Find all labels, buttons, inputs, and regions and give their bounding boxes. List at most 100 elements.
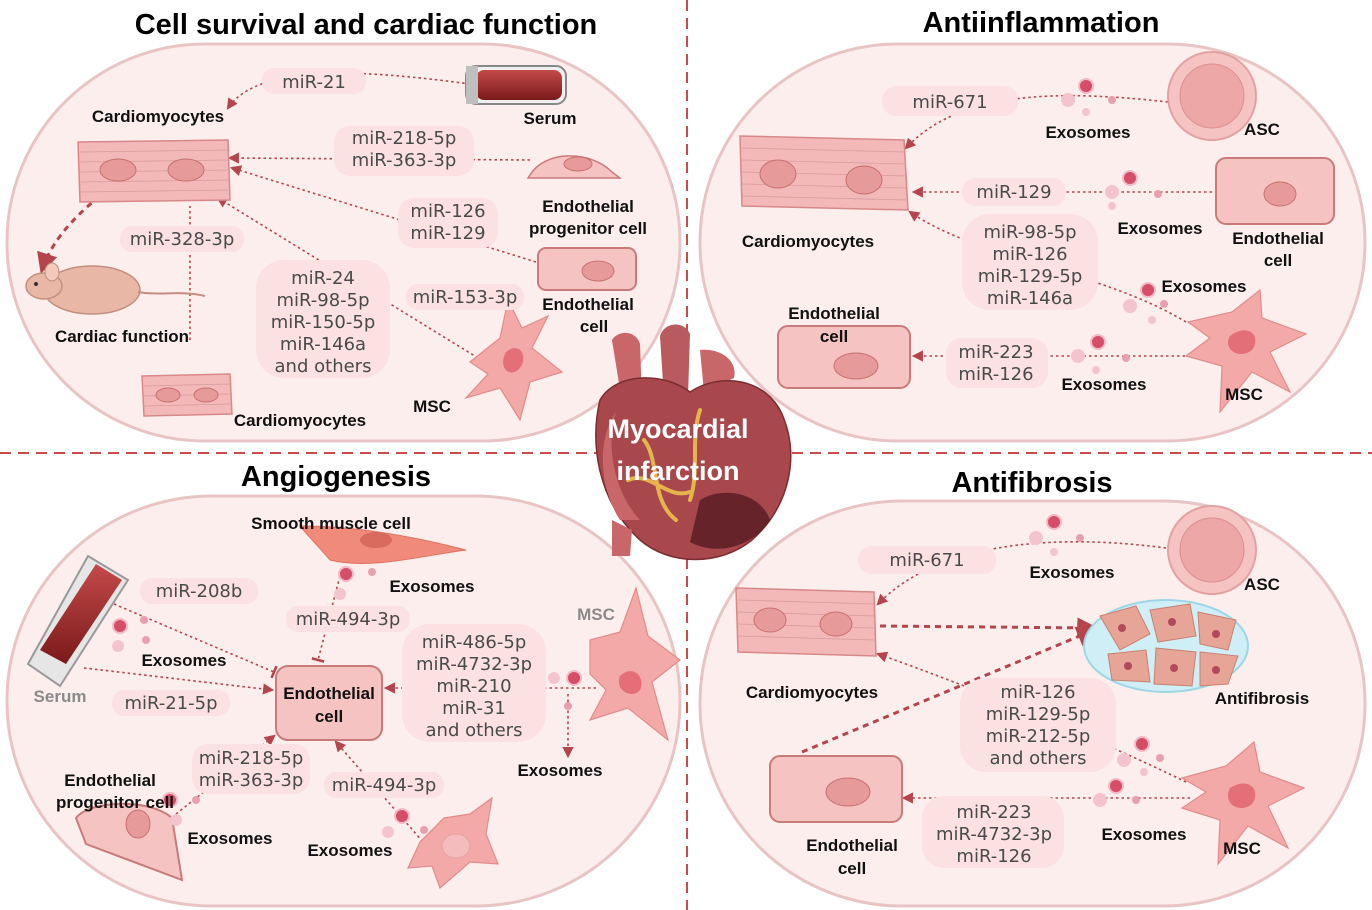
mir-msc-bl-1: miR-4732-3p: [416, 654, 532, 675]
pill-mir218-363-bl: [192, 744, 310, 794]
pill-mir208b: [140, 578, 258, 604]
label-epc-2: progenitor cell: [529, 219, 647, 238]
anti-inflammation-mir-texts: miR-671 miR-129 miR-98-5p miR-126 miR-12…: [912, 92, 1082, 385]
label-msc-tr: MSC: [1225, 385, 1263, 404]
label-msc-br: MSC: [1223, 839, 1261, 858]
mir-cm: miR-328-3p: [130, 229, 235, 250]
mouse-icon: [25, 262, 206, 315]
title-anti-inflammation: Antiinflammation: [923, 7, 1160, 39]
endothelial-cell-icon-tr-left: [777, 325, 911, 389]
mir-endo-tr: miR-129: [976, 182, 1051, 203]
mir-msc-list-0: miR-24: [291, 268, 355, 289]
angiogenesis-mir-texts: miR-208b miR-494-3p miR-21-5p miR-486-5p…: [124, 581, 532, 796]
endothelial-cell-icon: [537, 247, 637, 291]
label-serum-bl: Serum: [34, 687, 87, 706]
mir-msc-direct: miR-153-3p: [413, 287, 518, 308]
msc-icon-br: [1180, 740, 1306, 866]
title-angiogenesis: Angiogenesis: [241, 461, 431, 493]
label-endothelial-tr-2: cell: [1264, 251, 1292, 270]
label-cardiomyocytes-bottom: Cardiomyocytes: [234, 411, 366, 430]
mir-msc-bl-4: and others: [426, 720, 523, 741]
cardiomyocyte-icon-br: [735, 587, 877, 657]
label-cardiomyocytes-tr: Cardiomyocytes: [742, 232, 874, 251]
label-exosomes-tr-3: Exosomes: [1161, 277, 1246, 296]
mir-msc-list-3: miR-146a: [280, 334, 366, 355]
label-exosomes-msc-bl: Exosomes: [517, 761, 602, 780]
mir-serum-bl-2: miR-21-5p: [124, 693, 217, 714]
asc-icon: [1167, 51, 1257, 141]
panel-survival: [5, 42, 682, 443]
endothelial-cell-icon-br: [769, 755, 903, 823]
antifibrosis-labels: Exosomes ASC Cardiomyocytes Antifibrosis…: [746, 563, 1309, 878]
pill-mir494-bottom: [324, 772, 444, 798]
mir-msc-tr-2: miR-129-5p: [978, 266, 1083, 287]
label-epc-bl-1: Endothelial: [64, 771, 156, 790]
exosomes-icon-bl: [112, 566, 582, 838]
cardiomyocyte-bottom-icon: [141, 373, 233, 417]
label-cardiomyocytes-top: Cardiomyocytes: [92, 107, 224, 126]
mir-msc-br-2: miR-212-5p: [986, 726, 1091, 747]
mir-msc-endo-tr-1: miR-126: [958, 364, 1033, 385]
pill-mir223-4732-126-br: [922, 796, 1064, 868]
mir-msc-tr-3: miR-146a: [987, 288, 1073, 309]
anti-inflammation-labels: Exosomes ASC Exosomes Endothelial cell C…: [742, 120, 1324, 404]
label-exosomes-serum: Exosomes: [141, 651, 226, 670]
mir-epc-1: miR-218-5p: [352, 128, 457, 149]
fibrotic-tissue-icon: [1083, 599, 1249, 693]
pill-msc-list-tr: [962, 214, 1098, 310]
mir-endo-1: miR-126: [410, 201, 485, 222]
mir-msc-bl-0: miR-486-5p: [422, 632, 527, 653]
pill-mir21-5p: [112, 690, 230, 716]
mir-msc-list-2: miR-150-5p: [271, 312, 376, 333]
label-serum: Serum: [524, 109, 577, 128]
center-label-1: Myocardial: [607, 414, 748, 444]
label-exosomes-msc-br: Exosomes: [1101, 825, 1186, 844]
pill-msc-list-bl: [402, 624, 546, 742]
mir-smc-bl: miR-494-3p: [296, 609, 401, 630]
endothelial-progenitor-cell-icon: [526, 155, 623, 179]
msc-icon-tr: [1184, 288, 1308, 414]
pill-mir153: [406, 284, 524, 310]
mir-epc-2: miR-363-3p: [352, 150, 457, 171]
mir-msc-bl-3: miR-31: [442, 698, 506, 719]
mir-endo-2: miR-129: [410, 223, 485, 244]
survival-mir-texts: miR-21 miR-218-5p miR-363-3p miR-126 miR…: [130, 72, 518, 377]
pill-mir21: [262, 68, 366, 94]
pill-msc-list-br: [960, 678, 1116, 772]
mir-msc-endo-tr-0: miR-223: [958, 342, 1033, 363]
label-cardiomyocytes-br: Cardiomyocytes: [746, 683, 878, 702]
label-exosomes-asc-br: Exosomes: [1029, 563, 1114, 582]
survival-labels: Cardiomyocytes Serum Endothelial progeni…: [55, 107, 647, 430]
label-endothelial-tr-left-2: cell: [820, 327, 848, 346]
mir-msc-endo-br-0: miR-223: [956, 802, 1031, 823]
mir-msc-list-4: and others: [275, 356, 372, 377]
label-asc-br: ASC: [1244, 575, 1280, 594]
label-exosomes-bottom: Exosomes: [307, 841, 392, 860]
mir-msc-endo-br-1: miR-4732-3p: [936, 824, 1052, 845]
mir-asc-tr: miR-671: [912, 92, 987, 113]
label-smooth-muscle: Smooth muscle cell: [251, 514, 411, 533]
mir-msc-tr-0: miR-98-5p: [983, 222, 1076, 243]
label-msc-bl: MSC: [577, 605, 615, 624]
endothelial-cell-icon-tr: [1215, 157, 1335, 225]
center-label-2: infarction: [616, 456, 739, 486]
msc-icon-bl: [588, 585, 681, 742]
title-antifibrosis: Antifibrosis: [951, 467, 1112, 499]
pill-mir223-126-tr: [946, 338, 1048, 388]
endothelial-cell-icon-bl: [275, 665, 383, 741]
label-exosomes-tr-4: Exosomes: [1061, 375, 1146, 394]
label-endothelial-1: Endothelial: [542, 295, 634, 314]
mir-bottom-bl: miR-494-3p: [332, 775, 437, 796]
label-endothelial-2: cell: [580, 317, 608, 336]
mir-msc-list-1: miR-98-5p: [276, 290, 369, 311]
label-epc-bl-2: progenitor cell: [56, 793, 174, 812]
mir-msc-br-3: and others: [990, 748, 1087, 769]
label-endothelial-bl-1: Endothelial: [283, 684, 375, 703]
antifibrosis-mir-texts: miR-671 miR-126 miR-129-5p miR-212-5p an…: [889, 550, 1090, 867]
label-msc: MSC: [413, 397, 451, 416]
endothelial-progenitor-cell-icon-bl: [74, 802, 184, 882]
msc-icon-bl-bottom: [407, 796, 499, 890]
pill-mir671-br: [858, 546, 996, 574]
label-endothelial-tr-left-1: Endothelial: [788, 304, 880, 323]
heart-icon: [595, 324, 792, 561]
